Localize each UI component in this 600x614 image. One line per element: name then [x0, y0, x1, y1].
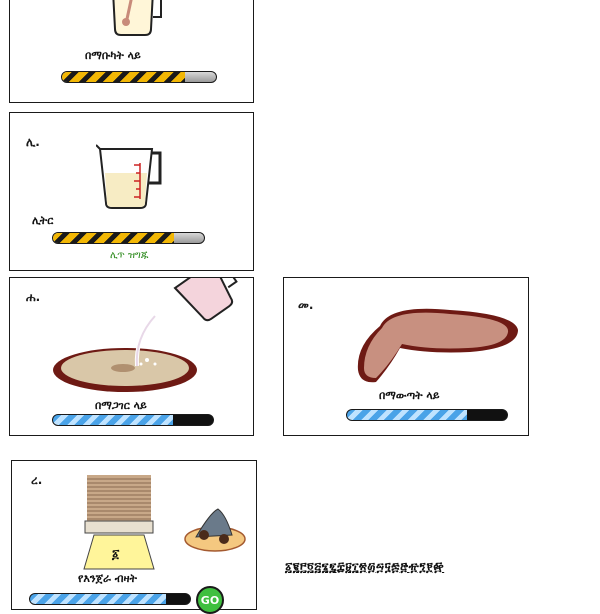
progress-bar	[61, 71, 217, 83]
progress-fill	[62, 72, 186, 82]
progress-fill	[53, 233, 174, 243]
step-panel-pouring: ሐ. በማጋገር ላይ	[9, 277, 254, 436]
progress-fill	[30, 594, 166, 604]
progress-bar	[52, 232, 205, 244]
injera-plate-icon	[184, 508, 246, 552]
dough-ready-status: ሊጥ ዝግጁ	[110, 250, 149, 261]
cup-stir-icon	[112, 0, 162, 36]
measuring-jug-icon	[96, 144, 162, 209]
step-caption: በማውጣት ላይ	[379, 389, 440, 402]
progress-bar	[29, 593, 191, 605]
step-letter: መ.	[298, 298, 314, 312]
injera-counter: ፩	[112, 547, 120, 561]
step-caption: በማጋገር ላይ	[95, 399, 147, 412]
go-button[interactable]: GO	[196, 586, 224, 614]
progress-fill	[53, 415, 173, 425]
step-letter: ሐ.	[26, 290, 41, 304]
step-panel-mixing: በማቡካት ላይ	[9, 0, 254, 103]
progress-bar	[346, 409, 508, 421]
liter-label: ሊትር	[32, 214, 54, 227]
ethiopic-numerals-text: ፩፪፫፬፭፮፯፰፱፲፳፴፵፶፷፸፹፺፻፼	[285, 560, 445, 574]
step-panel-removing: መ. በማውጣት ላይ	[283, 277, 529, 436]
step-panel-count: ረ. ፩ የእንጀራ ብዛት GO	[11, 460, 257, 614]
mitad-pour-icon	[53, 278, 238, 392]
step-letter: ሊ.	[26, 135, 40, 149]
step-panel-liter: ሊ. ሊትር ሊጥ ዝግጁ	[9, 112, 254, 271]
step-caption: በማቡካት ላይ	[85, 49, 141, 62]
step-letter: ረ.	[31, 473, 43, 487]
injera-spread-icon	[357, 308, 518, 383]
injera-count-label: የእንጀራ ብዛት	[78, 572, 137, 585]
progress-fill	[347, 410, 467, 420]
progress-bar	[52, 414, 214, 426]
injera-stack-icon	[83, 475, 155, 570]
